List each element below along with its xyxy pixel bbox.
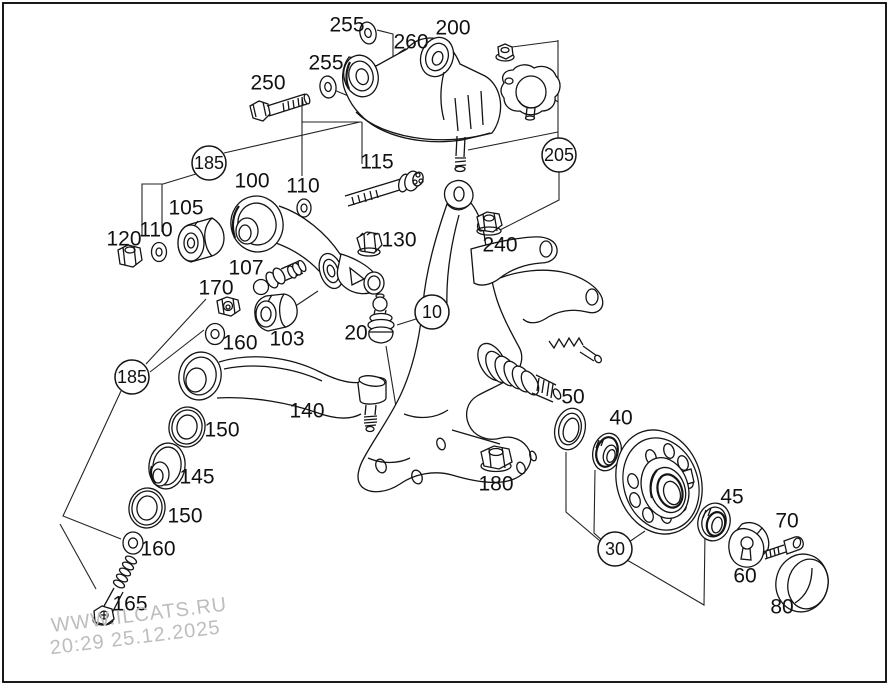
flange-nut-top-drawing — [495, 43, 515, 62]
watermark: WWW.ILCATS.RU 20:29 25.12.2025 — [49, 594, 229, 660]
wheel-hub-drawing — [615, 429, 703, 535]
part-label-200: 200 — [435, 17, 470, 40]
washer-255-left-drawing — [319, 75, 337, 99]
part-label-103: 103 — [269, 328, 304, 351]
part-label-165: 165 — [112, 593, 147, 616]
circled-label-10[interactable]: 10 — [414, 294, 450, 330]
bearing-45-drawing — [697, 502, 731, 542]
part-label-160-lower: 160 — [140, 538, 175, 561]
part-label-40: 40 — [609, 407, 632, 430]
bushing-105-drawing — [177, 217, 225, 263]
part-label-80: 80 — [770, 596, 793, 619]
part-label-120: 120 — [106, 228, 141, 251]
bolt-115-drawing — [344, 170, 424, 207]
leader-lines — [59, 29, 706, 606]
svg-text:185: 185 — [117, 367, 147, 387]
circled-label-185-lower[interactable]: 185 — [114, 359, 150, 395]
part-label-240: 240 — [482, 234, 517, 257]
part-label-260: 260 — [393, 31, 428, 54]
nut-170-drawing — [216, 296, 241, 317]
part-label-130: 130 — [381, 229, 416, 252]
washer-110-right-drawing — [296, 198, 312, 218]
clamp-60-drawing — [728, 521, 770, 568]
part-label-115: 115 — [360, 151, 393, 174]
svg-text:185: 185 — [194, 153, 224, 173]
circled-label-30[interactable]: 30 — [597, 531, 633, 567]
lower-control-arm-140-drawing — [178, 351, 387, 433]
part-label-180: 180 — [478, 473, 513, 496]
part-label-110-left: 110 — [139, 219, 172, 242]
part-label-105: 105 — [168, 197, 203, 220]
part-label-70: 70 — [775, 510, 798, 533]
washer-160-lower-drawing — [122, 531, 144, 555]
part-label-255-top: 255 — [329, 14, 364, 37]
cap-80-drawing — [775, 553, 829, 613]
bolt-107-drawing — [252, 259, 307, 296]
part-label-110-right: 110 — [286, 175, 319, 198]
nut-130-drawing — [356, 231, 383, 257]
circled-label-185-upper[interactable]: 185 — [191, 145, 227, 181]
bolt-70-drawing — [762, 536, 804, 560]
part-label-150-lower: 150 — [167, 505, 202, 528]
svg-text:30: 30 — [605, 539, 625, 559]
seal-50-drawing — [553, 407, 587, 451]
bushing-103-drawing — [254, 293, 298, 332]
part-label-60: 60 — [733, 565, 756, 588]
washer-255-top-drawing — [359, 21, 377, 45]
spring-arm-100-drawing — [230, 195, 385, 295]
washer-110-left-drawing — [150, 241, 168, 263]
part-label-170: 170 — [198, 277, 233, 300]
part-label-20: 20 — [344, 322, 367, 345]
bolt-165-drawing — [92, 555, 138, 626]
svg-text:205: 205 — [544, 145, 574, 165]
part-label-50: 50 — [561, 386, 584, 409]
circled-label-205[interactable]: 205 — [541, 137, 577, 173]
part-label-250: 250 — [250, 72, 285, 95]
bushing-145-drawing — [148, 442, 186, 490]
ring-150-lower-drawing — [128, 487, 166, 529]
steering-knuckle-drawing — [357, 179, 604, 493]
part-label-150-upper: 150 — [204, 419, 239, 442]
ball-joint-bracket-drawing — [500, 64, 561, 121]
nut-180-drawing — [480, 445, 513, 473]
ball-joint-20-drawing — [367, 293, 395, 344]
part-label-100: 100 — [234, 170, 269, 193]
ring-150-upper-drawing — [168, 406, 206, 448]
part-label-160-upper: 160 — [222, 332, 257, 355]
nut-120-drawing — [117, 244, 143, 268]
upper-control-arm-drawing — [342, 36, 502, 173]
part-label-107: 107 — [228, 257, 263, 280]
nut-240-drawing — [476, 211, 503, 236]
svg-text:10: 10 — [422, 302, 442, 322]
part-label-145: 145 — [179, 466, 214, 489]
part-label-255-left: 255 — [308, 52, 343, 75]
bolt-250-drawing — [249, 93, 311, 122]
washer-160-upper-drawing — [204, 322, 226, 346]
part-label-45: 45 — [720, 486, 743, 509]
part-label-140: 140 — [289, 400, 324, 423]
